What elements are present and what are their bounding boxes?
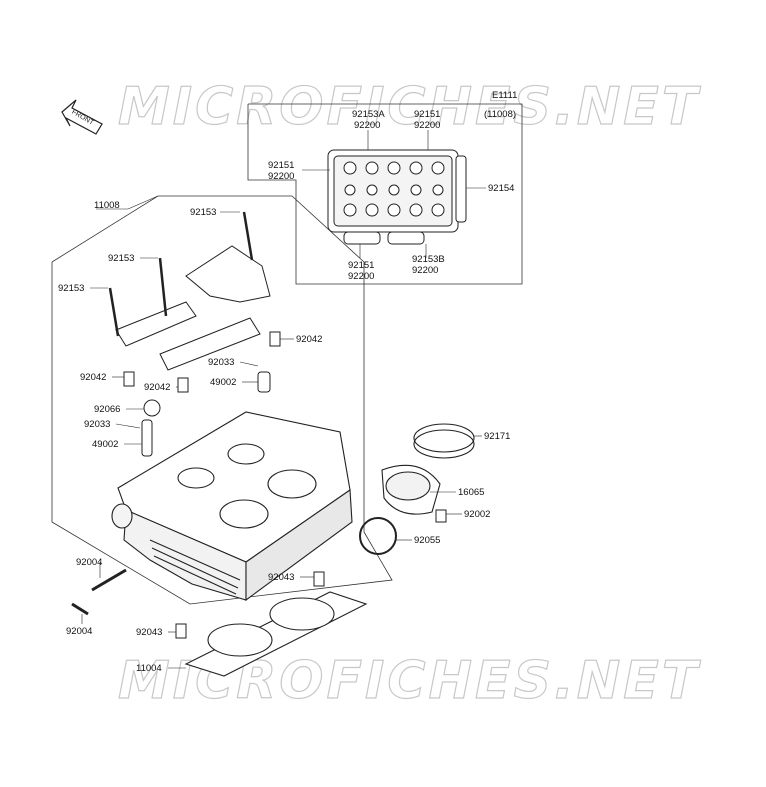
throttle-joint [359, 423, 475, 555]
part-11004: 11004 [136, 663, 162, 674]
diagram-code: E1111 [492, 90, 517, 101]
inset-label-4: 92154 [488, 183, 514, 194]
inset-label-2b: 92200 [414, 120, 440, 131]
inset-leaders [302, 130, 486, 258]
inset-label-2a: 92151 [414, 109, 440, 120]
part-92153-c: 92153 [58, 283, 84, 294]
part-16065: 16065 [458, 487, 484, 498]
part-92042-b: 92042 [80, 372, 106, 383]
part-92042-c: 92042 [144, 382, 170, 393]
inset-label-3b: 92200 [268, 171, 294, 182]
part-92043-b: 92043 [136, 627, 162, 638]
part-49002-b: 49002 [92, 439, 118, 450]
part-11008: 11008 [94, 200, 120, 211]
part-92043-a: 92043 [268, 572, 294, 583]
inset-label-6b: 92200 [412, 265, 438, 276]
inset-label-5a: 92151 [348, 260, 374, 271]
front-arrow-icon: FRONT [61, 99, 103, 135]
inset-label-6a: 92153B [412, 254, 445, 265]
part-92002: 92002 [464, 509, 490, 520]
part-92004-a: 92004 [76, 557, 102, 568]
part-92153-b: 92153 [108, 253, 134, 264]
inset-cylinder-head [327, 149, 467, 245]
inset-ref: (11008) [484, 109, 516, 120]
part-92066: 92066 [94, 404, 120, 415]
cylinder-head [111, 411, 353, 602]
inset-label-3a: 92151 [268, 160, 294, 171]
part-92055: 92055 [414, 535, 440, 546]
assembly-outline [51, 195, 393, 605]
leader-lines [81, 195, 482, 669]
cam-caps [115, 245, 271, 371]
inset-box: (11008) 92153A 92200 92151 92200 92151 9… [247, 103, 523, 285]
part-92033-b: 92033 [84, 419, 110, 430]
part-92004-b: 92004 [66, 626, 92, 637]
inset-label-5b: 92200 [348, 271, 374, 282]
part-49002-a: 49002 [210, 377, 236, 388]
inset-label-1b: 92200 [354, 120, 380, 131]
part-92153-a: 92153 [190, 207, 216, 218]
part-92042-a: 92042 [296, 334, 322, 345]
watermark-top: MICROFICHES.NET [118, 77, 701, 137]
inset-label-1a: 92153A [352, 109, 385, 120]
part-92033-a: 92033 [208, 357, 234, 368]
part-92171: 92171 [484, 431, 510, 442]
head-gasket [184, 591, 368, 677]
